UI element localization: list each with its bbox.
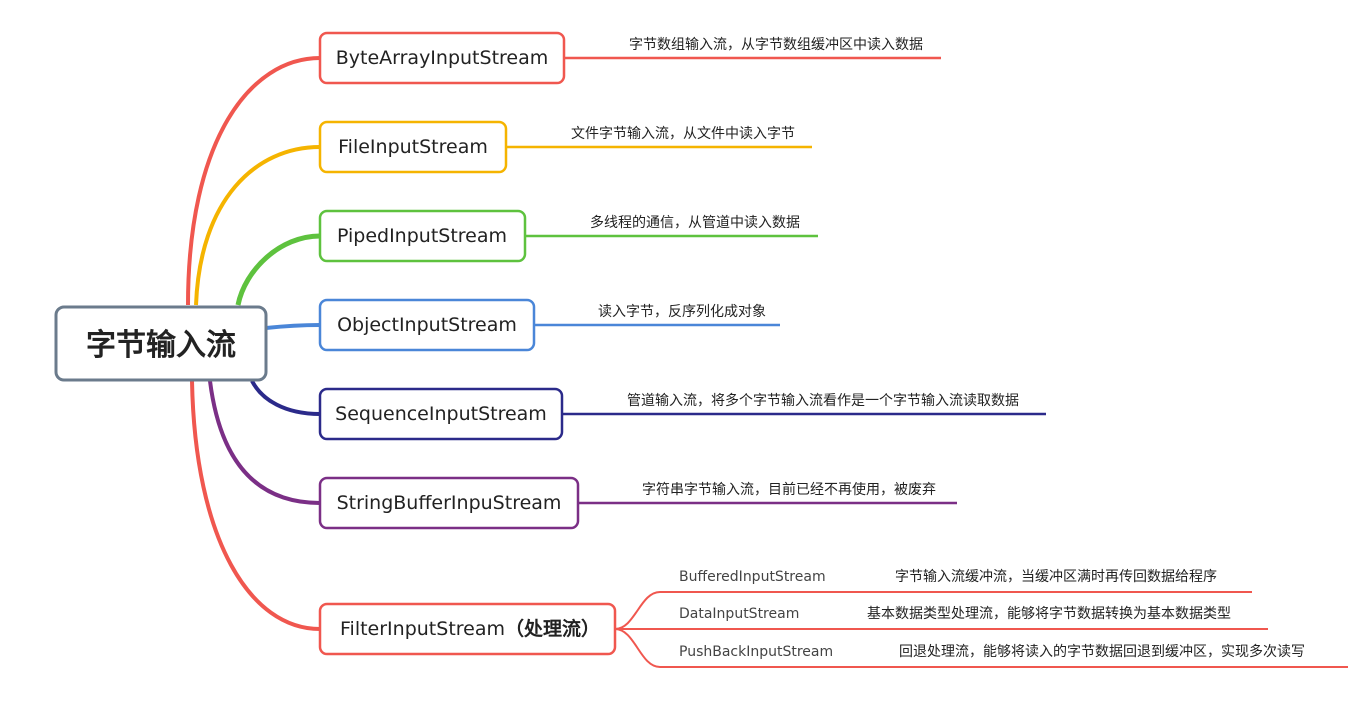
sub-branch-label: BufferedInputStream (679, 569, 826, 585)
branch-pipedinputstream[interactable]: PipedInputStream (318, 209, 527, 263)
connector-piped (235, 233, 321, 306)
branch-label: ByteArrayInputStream (336, 47, 549, 69)
branch-description: 字节数组输入流，从字节数组缓冲区中读入数据 (629, 36, 923, 53)
branch-description: 读入字节，反序列化成对象 (598, 303, 766, 320)
root-connectors (186, 56, 321, 631)
branch-filterinputstream[interactable]: FilterInputStream（处理流） (318, 602, 617, 656)
branch-description: 字符串字节输入流，目前已经不再使用，被废弃 (642, 481, 936, 498)
sub-branch-description: 字节输入流缓冲流，当缓冲区满时再传回数据给程序 (895, 569, 1217, 585)
branch-objectinputstream[interactable]: ObjectInputStream (318, 298, 536, 352)
connector-pushback (614, 628, 661, 668)
sub-branch-description: 基本数据类型处理流，能够将字节数据转换为基本数据类型 (867, 605, 1231, 622)
root-label: 字节输入流 (86, 328, 236, 363)
connector-buffered (614, 591, 661, 630)
connector-sequence (250, 380, 321, 416)
connector-stringbuffer (208, 380, 321, 505)
branch-sequenceinputstream[interactable]: SequenceInputStream (318, 387, 564, 441)
branch-label: ObjectInputStream (337, 314, 517, 336)
branch-bytearrayinputstream[interactable]: ByteArrayInputStream (318, 31, 566, 85)
branch-label: StringBufferInpuStream (337, 492, 562, 514)
branch-label: FilterInputStream（处理流） (340, 617, 600, 640)
branch-description: 管道输入流，将多个字节输入流看作是一个字节输入流读取数据 (627, 392, 1019, 409)
branch-description: 文件字节输入流，从文件中读入字节 (571, 125, 795, 142)
sub-branch-label: PushBackInputStream (679, 644, 833, 660)
connector-bytearray (186, 56, 321, 306)
sub-branch-label: DataInputStream (679, 606, 799, 622)
branch-label: PipedInputStream (337, 225, 507, 247)
sub-branch-pushbackinputstream[interactable]: PushBackInputStream 回退处理流，能够将读入的字节数据回退到缓… (660, 643, 1348, 668)
branch-fileinputstream[interactable]: FileInputStream (318, 120, 508, 174)
branch-label: FileInputStream (338, 136, 488, 158)
filter-label: FilterInputStream (340, 618, 505, 640)
sub-branch-datainputstream[interactable]: DataInputStream 基本数据类型处理流，能够将字节数据转换为基本数据… (660, 605, 1268, 630)
filter-label-suffix: （处理流） (505, 617, 600, 640)
branch-stringbufferinpustream[interactable]: StringBufferInpuStream (318, 476, 580, 530)
connector-filter (190, 380, 321, 631)
sub-branch-description: 回退处理流，能够将读入的字节数据回退到缓冲区，实现多次读写 (899, 643, 1305, 660)
sub-branch-bufferedinputstream[interactable]: BufferedInputStream 字节输入流缓冲流，当缓冲区满时再传回数据… (660, 569, 1252, 593)
branch-label: SequenceInputStream (335, 403, 547, 425)
branch-description: 多线程的通信，从管道中读入数据 (590, 214, 800, 231)
connector-file (194, 145, 321, 306)
connector-object (265, 323, 321, 330)
sub-connectors (614, 591, 661, 668)
root-node[interactable]: 字节输入流 (54, 305, 268, 382)
